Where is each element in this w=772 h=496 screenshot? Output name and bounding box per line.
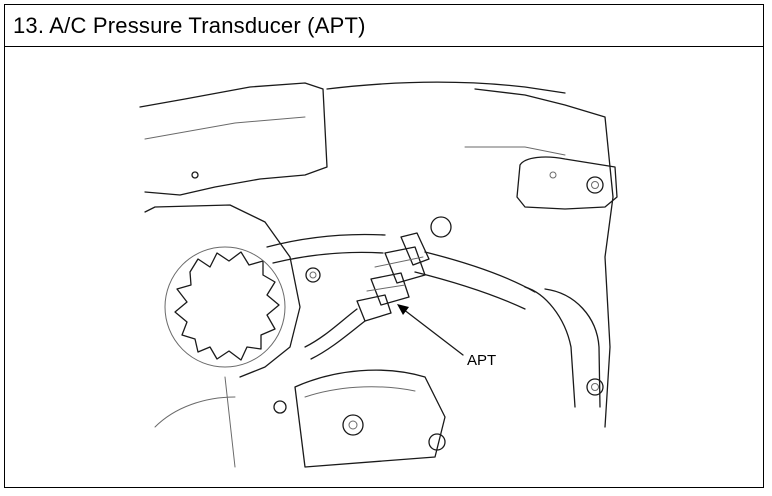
engine-detail-line: [464, 146, 566, 156]
rail-lower: [272, 251, 384, 264]
bolt-upper-left: [191, 171, 199, 179]
bolt-upper-right: [586, 176, 604, 194]
callout-arrowhead: [397, 304, 409, 315]
bolt-middle: [305, 267, 321, 283]
engine-bay-drawing: APT: [139, 81, 618, 468]
title-bar: 13. A/C Pressure Transducer (APT): [5, 5, 763, 47]
engine-outline-left: [139, 82, 328, 196]
bracket-left: [144, 204, 301, 378]
engine-outline-upper: [144, 116, 306, 140]
section-title: 13. A/C Pressure Transducer (APT): [13, 13, 366, 38]
apt-sensor: [356, 232, 430, 322]
bracket-right: [516, 156, 618, 210]
engine-detail-arc: [304, 386, 416, 398]
cap-fitting: [430, 216, 452, 238]
ac-hose-lower: [310, 320, 366, 360]
bolt-right: [586, 378, 604, 396]
engine-outline-top: [326, 81, 566, 94]
hose-right: [524, 286, 576, 408]
gear-hub-ring: [164, 246, 286, 368]
rail-right-upper: [424, 251, 536, 293]
lower-bracket: [294, 369, 446, 468]
rail-right-lower: [414, 271, 526, 310]
bolt-lower-center: [342, 414, 364, 436]
callout-leader: [402, 308, 464, 356]
document-frame: 13. A/C Pressure Transducer (APT): [4, 4, 764, 488]
bolt-lower-left: [273, 400, 287, 414]
bolt-lower-right: [428, 433, 446, 451]
splined-shaft: [174, 251, 280, 361]
technical-illustration: APT: [5, 47, 763, 487]
engine-outline-right: [474, 88, 614, 428]
apt-callout-label: APT: [467, 352, 496, 369]
rail-upper: [266, 233, 386, 248]
ac-hose-upper: [304, 308, 358, 348]
hose-right-inner: [544, 288, 601, 408]
